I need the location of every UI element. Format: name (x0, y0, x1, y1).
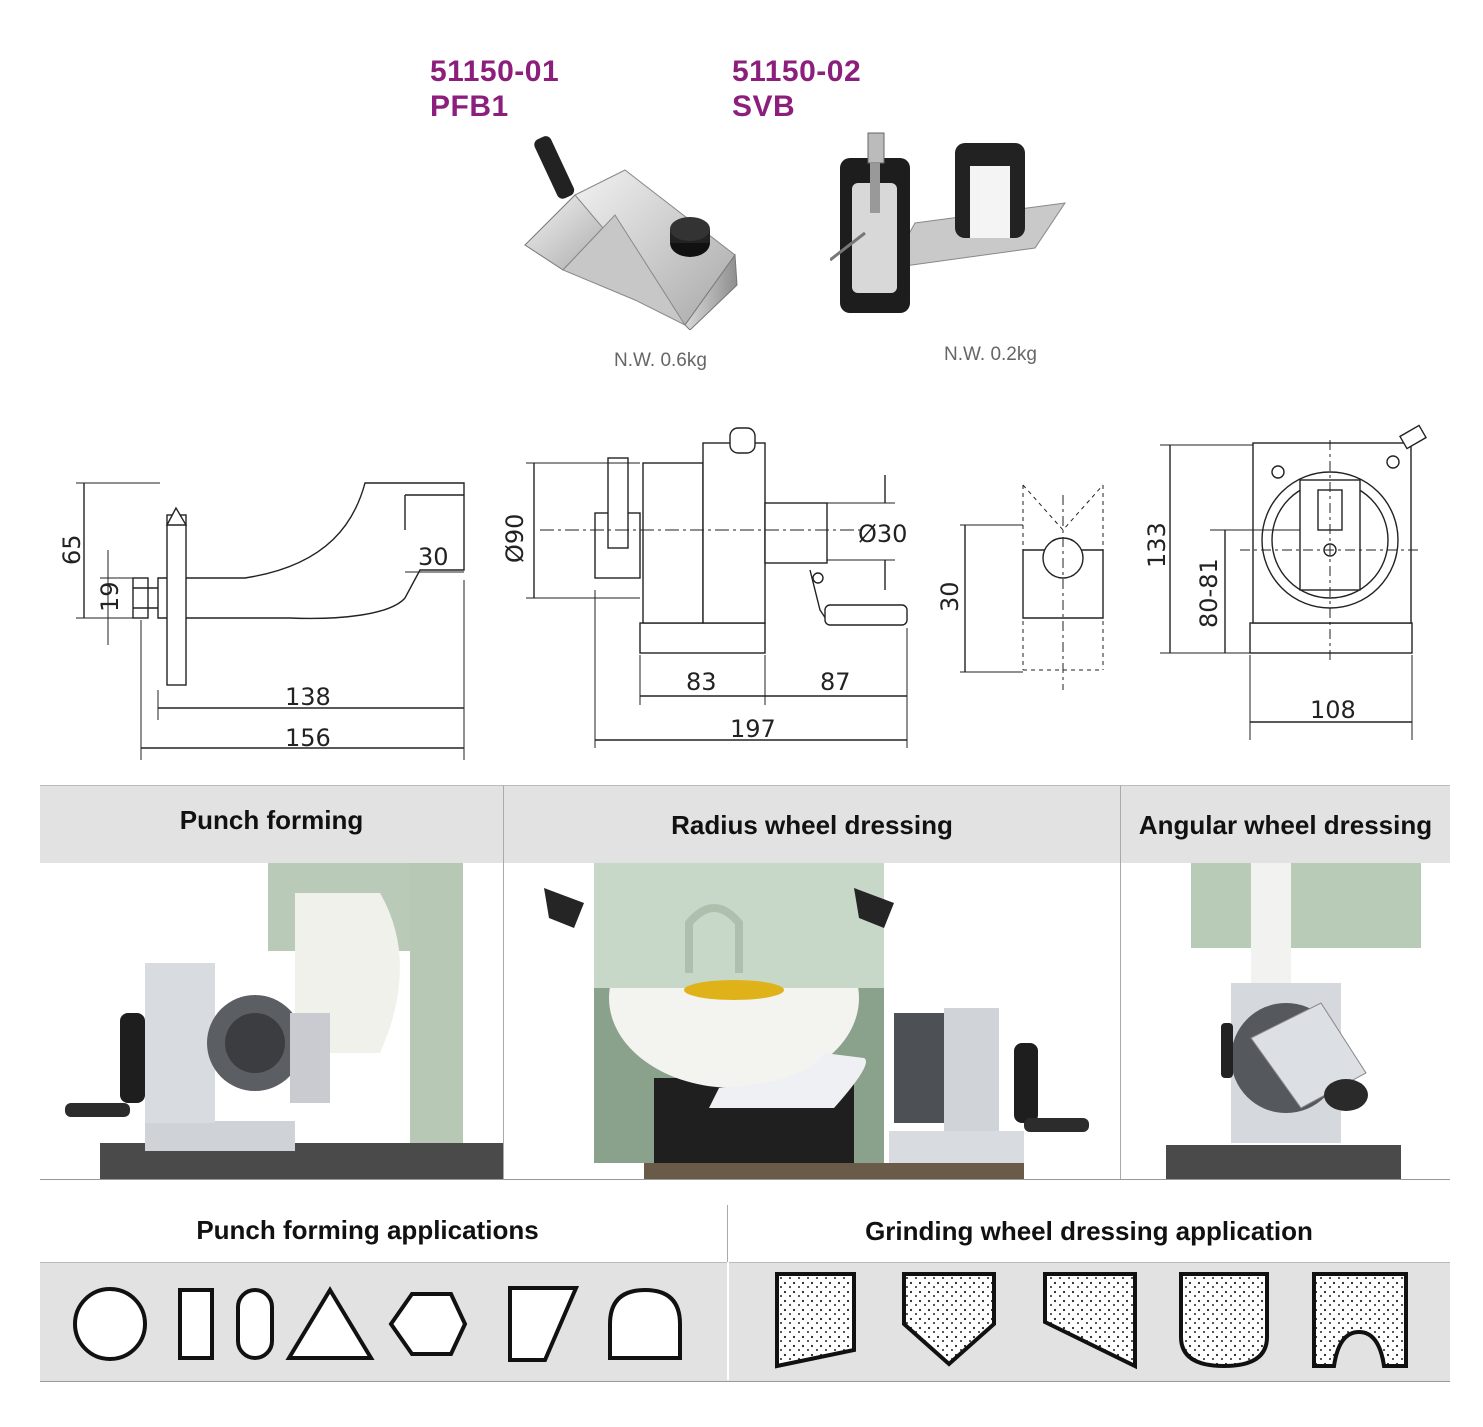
shape-triangle (285, 1286, 375, 1360)
dim-arm-height: 65 (58, 534, 86, 565)
product-2-image (830, 132, 1067, 313)
dim-arm-top: 30 (418, 543, 449, 571)
profile-convex (1179, 1272, 1269, 1369)
dim-side-left: 83 (686, 668, 717, 696)
shape-trapezoid (508, 1286, 580, 1362)
drawing-arm (76, 482, 465, 760)
divider (727, 1262, 729, 1380)
drawing-vblock (960, 484, 1104, 690)
dim-side-shaft: Ø30 (858, 520, 907, 548)
section-title-angular: Angular wheel dressing (1138, 810, 1433, 840)
wheel-applications-title: Grinding wheel dressing application (865, 1216, 1313, 1246)
dim-arm-inner: 138 (285, 683, 331, 711)
dim-arm-tip: 19 (96, 581, 124, 612)
technical-drawings: 65 19 30 138 156 Ø90 Ø30 83 87 197 30 13… (58, 424, 1427, 760)
shape-slot (236, 1288, 274, 1360)
profile-flat (775, 1272, 856, 1369)
shape-circle (73, 1287, 147, 1361)
wheel-profiles (775, 1272, 1408, 1370)
profile-vee (902, 1272, 996, 1367)
punch-shapes (73, 1286, 682, 1362)
dim-side-total: 197 (730, 715, 776, 743)
photo-punch-forming (40, 863, 503, 1179)
dim-front-width: 108 (1310, 696, 1356, 724)
product-1-code: 51150-01 (430, 55, 560, 88)
section-title-punch: Punch forming (179, 805, 364, 835)
product-1-label: 51150-01 PFB1 (430, 54, 559, 125)
product-1-weight: N.W. 0.6kg (614, 350, 707, 371)
punch-applications-title: Punch forming applications (196, 1215, 539, 1245)
photo-radius-dressing (504, 863, 1120, 1179)
product-2-weight: N.W. 0.2kg (944, 344, 1037, 365)
dim-vblock-height: 30 (936, 581, 964, 612)
divider (1120, 785, 1121, 1180)
shape-arch (608, 1287, 682, 1360)
dim-side-right: 87 (820, 668, 851, 696)
product-1-image (524, 136, 738, 330)
shape-hexagon (388, 1292, 468, 1356)
product-2-code: 51150-02 (732, 55, 862, 88)
profile-concave (1312, 1272, 1408, 1368)
divider (503, 785, 504, 1180)
photo-angular-dressing (1121, 863, 1450, 1179)
divider (40, 1179, 1450, 1180)
profile-angled (1043, 1272, 1137, 1370)
product-2-name: SVB (732, 90, 796, 124)
dim-front-height: 133 (1143, 522, 1171, 568)
product-2-label: 51150-02 SVB (732, 54, 861, 125)
shape-rectangle (178, 1288, 214, 1360)
drawing-front (1160, 424, 1427, 740)
dim-arm-total: 156 (285, 724, 331, 752)
drawing-side (526, 427, 908, 748)
section-title-radius: Radius wheel dressing (671, 810, 953, 840)
dim-side-body: Ø90 (501, 514, 529, 563)
dim-front-center: 80-81 (1195, 558, 1223, 628)
product-1-name: PFB1 (430, 90, 509, 124)
